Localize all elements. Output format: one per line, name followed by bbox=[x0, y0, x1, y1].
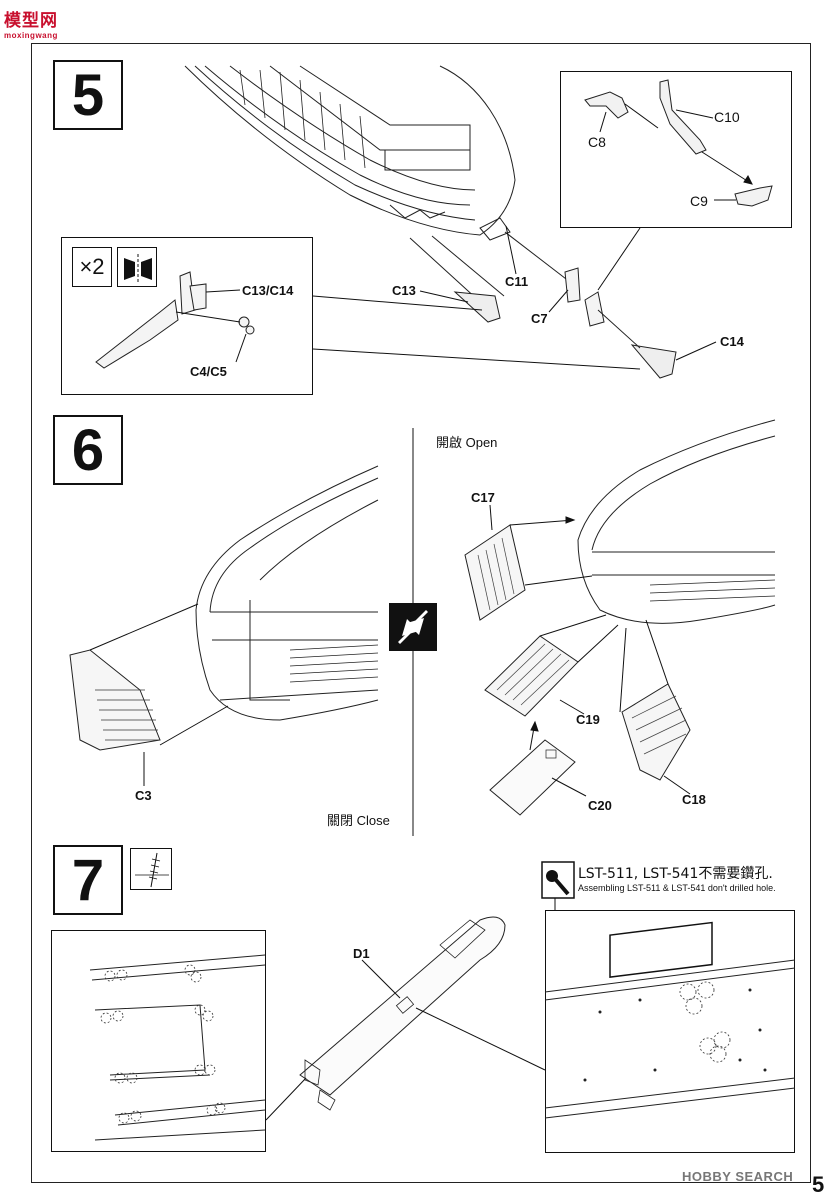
mirror-symbol-box bbox=[117, 247, 157, 287]
label-c11: C11 bbox=[505, 274, 529, 289]
step-6-drawing bbox=[69, 419, 776, 836]
mirror-icon bbox=[124, 254, 152, 284]
step-5-inset-right-drawing bbox=[584, 79, 773, 207]
step-7-detail-inset-left bbox=[51, 930, 266, 1152]
step-5-hull-drawing bbox=[184, 65, 717, 379]
label-c13: C13 bbox=[392, 283, 416, 298]
step-5-number: 5 bbox=[53, 60, 123, 130]
note-title: LST-511, LST-541不需要鑽孔. bbox=[578, 866, 773, 882]
label-c17: C17 bbox=[471, 490, 495, 505]
label-c19: C19 bbox=[576, 712, 600, 727]
site-logo-url: moxingwang bbox=[4, 31, 58, 40]
label-c8: C8 bbox=[588, 134, 606, 150]
label-c10: C10 bbox=[714, 109, 740, 125]
step-5-inset-left-drawing bbox=[95, 271, 255, 369]
hobby-search-watermark: HOBBY SEARCH bbox=[682, 1169, 794, 1184]
step-7-number: 7 bbox=[53, 845, 123, 915]
drill-symbol-box bbox=[130, 848, 172, 890]
part-c13-shape bbox=[453, 291, 501, 323]
quantity-x2-text: ×2 bbox=[79, 254, 105, 279]
site-logo: 模型网 moxingwang bbox=[4, 6, 58, 40]
drill-icon bbox=[135, 852, 169, 888]
label-c3: C3 bbox=[135, 788, 152, 803]
label-c13-c14: C13/C14 bbox=[242, 283, 294, 298]
label-c7: C7 bbox=[531, 311, 548, 326]
note-icon bbox=[541, 861, 575, 899]
note-subtitle: Assembling LST-511 & LST-541 don't drill… bbox=[578, 883, 776, 893]
page-number: 5 bbox=[812, 1172, 825, 1197]
open-close-swap-icon bbox=[389, 603, 437, 651]
label-d1: D1 bbox=[353, 946, 370, 961]
label-c18: C18 bbox=[682, 792, 706, 807]
site-logo-text: 模型网 bbox=[4, 11, 58, 31]
label-c4-c5: C4/C5 bbox=[190, 364, 227, 379]
label-open: 開啟 Open bbox=[436, 435, 498, 450]
page-frame bbox=[31, 43, 811, 1183]
label-close: 關閉 Close bbox=[327, 813, 390, 828]
label-c20: C20 bbox=[588, 798, 612, 813]
step-6-number: 6 bbox=[53, 415, 123, 485]
quantity-x2-box: ×2 bbox=[72, 247, 112, 287]
label-c9: C9 bbox=[690, 193, 708, 209]
label-c14: C14 bbox=[720, 334, 744, 349]
